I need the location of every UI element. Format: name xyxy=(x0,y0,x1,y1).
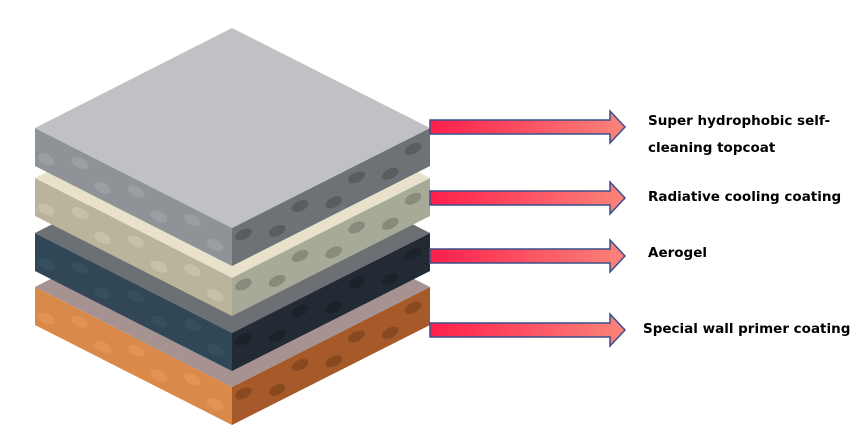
label-wall-primer: Special wall primer coating xyxy=(643,321,851,337)
texture-spot xyxy=(235,278,252,291)
texture-spot xyxy=(381,326,399,339)
texture-spot xyxy=(38,258,55,271)
texture-spot xyxy=(206,344,224,357)
texture-spot xyxy=(94,232,111,245)
texture-spot xyxy=(150,315,168,328)
texture-spot xyxy=(381,167,399,180)
texture-spot xyxy=(291,199,309,212)
texture-spot xyxy=(71,262,89,275)
texture-spot xyxy=(235,228,252,241)
texture-spot xyxy=(268,274,286,287)
texture-spot xyxy=(127,290,145,303)
texture-spot xyxy=(71,157,89,170)
texture-spot xyxy=(94,341,111,354)
texture-spot xyxy=(184,319,201,332)
texture-spot xyxy=(127,185,145,198)
texture-spot xyxy=(325,301,343,314)
texture-spot xyxy=(268,224,286,237)
texture-spot xyxy=(235,387,252,400)
texture-spot xyxy=(291,304,309,317)
texture-spot xyxy=(150,369,168,382)
texture-spot xyxy=(206,398,224,411)
texture-spot xyxy=(268,329,286,342)
texture-spot xyxy=(348,221,365,234)
arrow-radiative-cooling xyxy=(429,180,627,216)
arrow-aerogel xyxy=(429,238,627,274)
texture-spot xyxy=(184,264,201,277)
texture-spot xyxy=(404,192,422,205)
texture-spot xyxy=(381,217,399,230)
texture-spot xyxy=(94,182,111,195)
texture-spot xyxy=(325,196,343,209)
texture-spot xyxy=(404,301,422,314)
label-topcoat: Super hydrophobic self- cleaning topcoat xyxy=(648,108,830,162)
texture-spot xyxy=(325,355,343,368)
texture-spot xyxy=(127,344,145,357)
layer-right-face xyxy=(232,287,430,425)
layer-right-face xyxy=(232,233,430,371)
texture-spot xyxy=(38,203,55,216)
texture-spot xyxy=(235,333,252,346)
texture-spot xyxy=(404,142,422,155)
texture-spot xyxy=(150,260,168,273)
texture-spot xyxy=(291,249,309,262)
texture-spot xyxy=(127,235,145,248)
label-topcoat-line2: cleaning topcoat xyxy=(648,140,776,156)
texture-spot xyxy=(381,272,399,285)
texture-spot xyxy=(291,358,309,371)
texture-spot xyxy=(38,153,55,166)
arrow-wall-primer xyxy=(429,312,627,348)
label-radiative-cooling: Radiative cooling coating xyxy=(648,189,842,205)
label-aerogel: Aerogel xyxy=(648,245,707,261)
layer-right-face xyxy=(232,128,430,266)
texture-spot xyxy=(206,289,224,302)
texture-spot xyxy=(94,287,111,300)
texture-spot xyxy=(71,316,89,329)
layer-right-face xyxy=(232,178,430,316)
layer-topcoat xyxy=(35,28,430,266)
texture-spot xyxy=(184,373,201,386)
texture-spot xyxy=(348,276,365,289)
texture-spot xyxy=(325,246,343,259)
texture-spot xyxy=(348,171,365,184)
layer-top-face xyxy=(35,28,430,228)
texture-spot xyxy=(404,247,422,260)
texture-spot xyxy=(184,214,201,227)
texture-spot xyxy=(268,383,286,396)
arrow-topcoat xyxy=(429,109,627,145)
texture-spot xyxy=(71,207,89,220)
texture-spot xyxy=(150,210,168,223)
texture-spot xyxy=(206,239,224,252)
label-topcoat-line1: Super hydrophobic self- xyxy=(648,113,831,129)
texture-spot xyxy=(348,330,365,343)
texture-spot xyxy=(38,312,55,325)
